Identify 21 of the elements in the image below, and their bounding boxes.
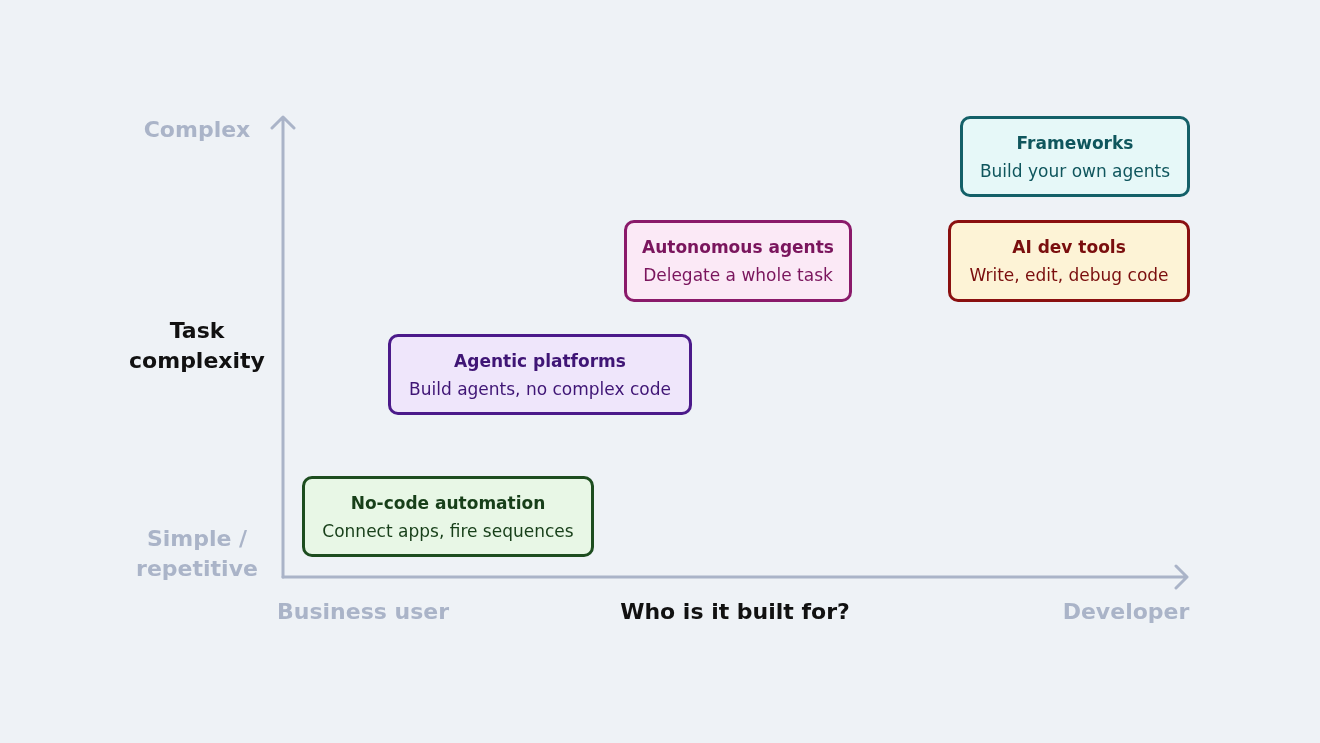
box-heading: Agentic platforms [454,350,626,371]
category-box [302,476,594,557]
box-description: Write, edit, debug code [969,265,1169,285]
category-box [624,220,852,302]
axis-end-label: Developer [1062,598,1190,626]
box-heading: Autonomous agents [642,237,834,257]
axis-end-label: Simple / repetitive [135,525,259,583]
box-heading: No-code automation [350,492,546,513]
axis-title: Who is it built for? [620,598,850,626]
axis-end-label: Complex [143,116,251,144]
box-description: Connect apps, fire sequences [322,520,574,541]
category-box [948,220,1190,302]
box-description: Build your own agents [979,160,1171,181]
box-heading: Frameworks [1016,132,1134,153]
box-description: Delegate a whole task [643,265,833,285]
box-heading: AI dev tools [1012,237,1126,257]
axis-title: Task complexity [128,317,266,375]
box-description: Build agents, no complex code [409,378,671,399]
axis-end-label: Business user [277,598,449,626]
category-box [388,334,692,415]
category-box [960,116,1190,197]
